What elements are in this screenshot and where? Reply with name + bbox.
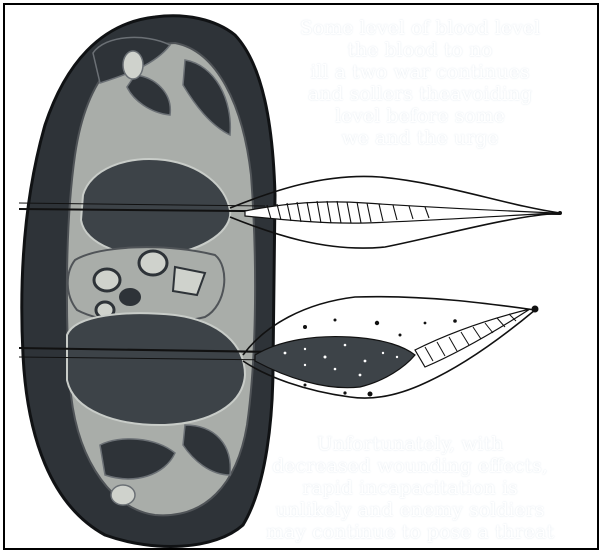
projectile-tip [532, 306, 539, 313]
vessel-3 [119, 288, 141, 306]
vessel-1 [94, 269, 120, 291]
exit-marker-upper [558, 211, 562, 215]
bone-upper [123, 51, 143, 79]
anatomy-illustration [5, 5, 599, 550]
figure-frame: Some level of blood level the blood to n… [3, 3, 599, 550]
vessel-2 [139, 251, 167, 275]
bone-lower [111, 485, 135, 505]
lung-lower [67, 313, 245, 425]
exit-marker-lower [368, 392, 373, 397]
